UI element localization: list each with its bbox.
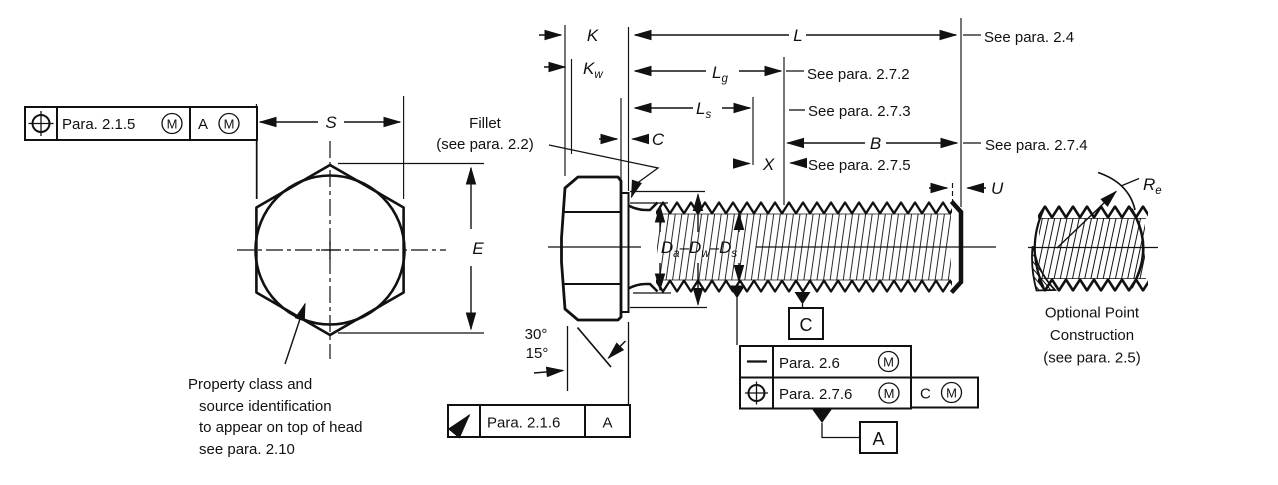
datum-a-letter: A <box>872 429 884 449</box>
point-end-arc <box>1130 208 1145 289</box>
see-para-2-7-3: See para. 2.7.3 <box>808 103 911 120</box>
dim-re-label: Re <box>1143 175 1162 197</box>
dim-ls-label: Ls <box>696 99 711 121</box>
re-leader-tail <box>1120 177 1140 187</box>
optional-point-detail-view: Re Optional Point Construction (see para… <box>1028 171 1162 367</box>
hexagon-outline <box>255 163 405 337</box>
note-line: see para. 2.10 <box>199 441 295 458</box>
see-para-2-4: See para. 2.4 <box>984 29 1074 46</box>
incomplete-thread-wedge <box>1031 246 1058 292</box>
material-condition-icon: M <box>940 381 963 404</box>
position-symbol-icon <box>28 111 54 136</box>
datum-triangle-icon <box>812 409 832 423</box>
datum-c-letter: C <box>800 315 813 335</box>
dim-c-label: C <box>652 130 665 149</box>
fillet-text: Fillet <box>469 115 502 132</box>
material-condition-icon: M <box>161 112 183 135</box>
chamfer-pointer-arrow <box>607 340 626 360</box>
property-class-note: Property class and source identification… <box>188 376 362 458</box>
fillet-see-para: (see para. 2.2) <box>436 136 534 153</box>
note-line: Property class and <box>188 376 312 393</box>
dim-l-label: L <box>793 26 802 45</box>
dim-e-label: E <box>472 239 484 258</box>
fcf-datum-ref: C <box>920 386 931 403</box>
dim-lg-label: Lg <box>712 63 728 85</box>
fcf-frame <box>739 345 912 379</box>
see-para-2-7-2: See para. 2.7.2 <box>807 66 910 83</box>
svg-text:M: M <box>883 355 894 370</box>
optional-point-line2: Construction <box>1050 327 1134 344</box>
fillet-leader <box>548 144 660 185</box>
material-condition-icon: M <box>878 382 900 404</box>
fillet-leader-arrow <box>630 179 642 199</box>
fcf-datum-ref: A <box>198 116 208 133</box>
svg-text:M: M <box>167 117 178 132</box>
angle-leader-arrow <box>533 366 565 378</box>
position-symbol-icon <box>745 381 768 405</box>
fcf-para-text: Para. 2.6 <box>779 355 840 372</box>
thread-crests-top <box>656 201 952 215</box>
dim-u-label: U <box>991 179 1004 198</box>
circular-runout-icon <box>447 413 471 439</box>
fcf-frame <box>739 376 912 410</box>
shank-top-edge <box>627 201 659 212</box>
thread-control-frames: C Para. 2.6 M Para. 2.7.6 M C M <box>729 285 979 454</box>
datum-a-box <box>859 421 898 454</box>
optional-point-line1: Optional Point <box>1045 305 1140 322</box>
fcf-para-text: Para. 2.1.6 <box>487 415 560 432</box>
see-para-2-7-4: See para. 2.7.4 <box>985 137 1088 154</box>
datum-connector <box>821 423 860 439</box>
re-leader-arrow <box>1056 190 1118 249</box>
note-line: to appear on top of head <box>199 419 362 436</box>
fcf-frame <box>447 404 631 438</box>
bolt-side-view: Da–Dw–Ds <box>548 175 996 322</box>
fcf-bearing-runout: Para. 2.1.6 A <box>447 322 631 439</box>
dim-s-label: S <box>325 113 337 132</box>
note-line: source identification <box>199 398 332 415</box>
material-condition-icon: M <box>218 112 240 135</box>
fcf-para-text: Para. 2.1.5 <box>62 116 135 133</box>
thread-hatching <box>1039 218 1145 279</box>
fcf-frame <box>24 106 258 141</box>
thread-crests-top <box>1038 205 1148 219</box>
fcf-para-text: Para. 2.7.6 <box>779 386 852 403</box>
chamfer-angle-note: 30° 15° <box>525 326 626 391</box>
svg-text:M: M <box>946 386 957 401</box>
property-note-leader <box>284 302 306 365</box>
washer-face <box>621 192 630 313</box>
length-dimensions: K Kw L See para. 2.4 Lg See para. 2.7.2 … <box>539 18 1088 207</box>
re-construction-arc <box>1097 171 1136 211</box>
dim-x-label: X <box>762 155 775 174</box>
fcf-datum-cell <box>910 376 979 409</box>
thread-crests-bottom <box>656 279 952 293</box>
shank-bottom-edge <box>627 282 659 293</box>
see-para-2-7-5: See para. 2.7.5 <box>808 157 911 174</box>
chamfer-circle <box>254 174 406 326</box>
angle-30-label: 30° <box>525 326 548 343</box>
datum-triangle-icon <box>794 292 811 305</box>
datum-triangle-icon <box>729 285 745 299</box>
fcf-datum-ref: A <box>602 415 612 432</box>
thread-crests-bottom <box>1038 278 1148 292</box>
dim-kw-label: Kw <box>583 59 603 81</box>
svg-text:M: M <box>224 117 235 132</box>
svg-text:M: M <box>884 386 895 401</box>
hex-head-profile <box>560 175 623 322</box>
datum-c-box <box>788 307 824 340</box>
fcf-head-position: Para. 2.1.5 M A M <box>24 106 258 199</box>
dim-da-dw-ds-label: Da–Dw–Ds <box>661 238 737 260</box>
dim-b-label: B <box>870 134 881 153</box>
optional-point-line3: (see para. 2.5) <box>1043 350 1141 367</box>
hex-head-top-view: S E <box>237 96 484 365</box>
material-condition-icon: M <box>877 350 900 373</box>
dim-k-label: K <box>587 26 599 45</box>
angle-15-label: 15° <box>526 345 549 362</box>
fillet-note: Fillet (see para. 2.2) <box>436 115 660 199</box>
chamfer-angle-line <box>576 326 612 368</box>
